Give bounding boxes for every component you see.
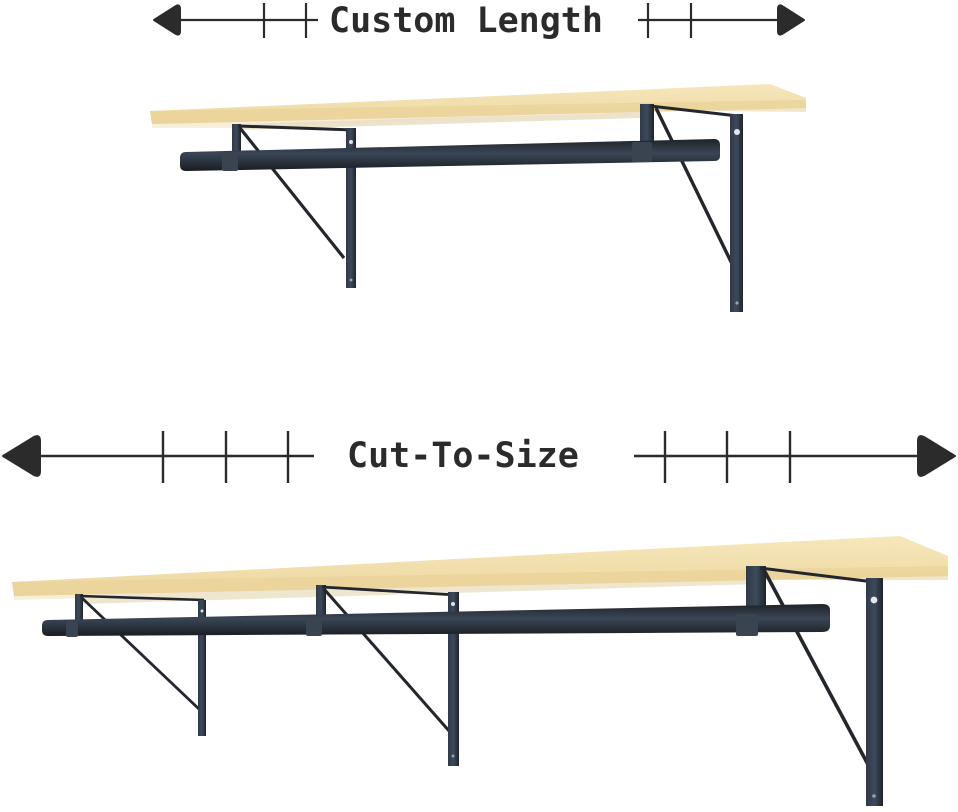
top-shelf: [150, 84, 806, 312]
shelf-bracket: [746, 566, 883, 806]
shelf-bracket: [232, 124, 356, 288]
shelf-bracket: [316, 585, 459, 766]
arrow-right-icon: [917, 435, 956, 477]
top-dimension-ruler: [153, 3, 805, 38]
hanging-rod: [42, 604, 830, 637]
cut-to-size-label: Cut-To-Size: [347, 436, 579, 476]
arrow-left-icon: [2, 435, 41, 477]
custom-length-label: Custom Length: [329, 1, 603, 41]
bottom-dimension-ruler: [2, 431, 956, 483]
shelf-bracket: [640, 104, 743, 312]
arrow-right-icon: [777, 4, 805, 36]
shelf-bracket: [75, 594, 206, 736]
bottom-shelf: [12, 536, 948, 806]
arrow-left-icon: [153, 4, 181, 36]
hanging-rod: [180, 139, 720, 171]
